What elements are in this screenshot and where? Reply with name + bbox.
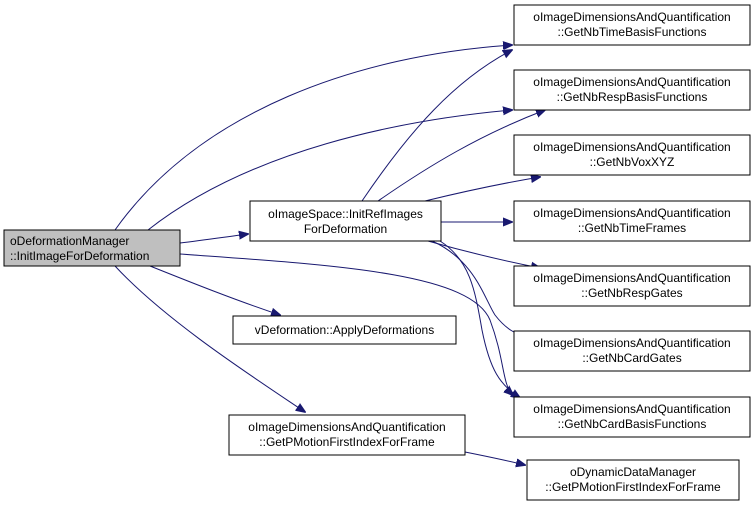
node-get-nb-card-basis-functions[interactable]: oImageDimensionsAndQuantification ::GetN… [513,396,751,438]
node-get-nb-card-gates[interactable]: oImageDimensionsAndQuantification ::GetN… [513,330,751,372]
node-get-nb-time-basis-functions[interactable]: oImageDimensionsAndQuantification ::GetN… [513,4,751,46]
edge-root-to-timebasis [114,45,512,231]
node-get-pmotion-first-index-line1: oImageDimensionsAndQuantification [248,420,445,434]
node-get-nb-vox-xyz[interactable]: oImageDimensionsAndQuantification ::GetN… [513,134,751,176]
node-dyn-get-pmotion-first-index-line1: oDynamicDataManager [570,465,696,479]
node-get-nb-resp-gates-line2: ::GetNbRespGates [581,286,682,300]
node-get-nb-card-gates-line2: ::GetNbCardGates [582,351,681,365]
node-root-line1: oDeformationManager [10,234,129,248]
node-get-nb-resp-gates[interactable]: oImageDimensionsAndQuantification ::GetN… [513,265,751,307]
edge-initref-to-voxxyz [424,177,540,202]
node-get-nb-vox-xyz-line2: ::GetNbVoxXYZ [590,155,675,169]
node-get-nb-card-gates-line1: oImageDimensionsAndQuantification [533,336,730,350]
node-get-nb-time-basis-functions-line2: ::GetNbTimeBasisFunctions [558,25,707,39]
edges [114,45,545,465]
edge-root-to-respbasis [147,110,512,231]
node-init-ref-images[interactable]: oImageSpace::InitRefImages ForDeformatio… [249,200,442,242]
node-get-nb-time-frames-line2: ::GetNbTimeFrames [578,221,686,235]
node-get-nb-time-frames[interactable]: oImageDimensionsAndQuantification ::GetN… [513,200,751,242]
edge-root-to-initref [179,234,248,244]
node-apply-deformations[interactable]: vDeformation::ApplyDeformations [232,315,457,345]
node-get-pmotion-first-index-line2: ::GetPMotionFirstIndexForFrame [259,435,435,449]
node-init-ref-images-line2: ForDeformation [304,222,387,236]
node-get-nb-resp-basis-functions-line1: oImageDimensionsAndQuantification [533,75,730,89]
edge-pmotion-to-dyn-pmotion [464,451,525,465]
node-get-nb-card-basis-functions-line2: ::GetNbCardBasisFunctions [558,417,707,431]
edge-initref-to-cardbasis [439,240,520,398]
node-apply-deformations-line1: vDeformation::ApplyDeformations [255,323,434,337]
node-get-nb-resp-basis-functions-line2: ::GetNbRespBasisFunctions [557,90,708,104]
node-init-ref-images-line1: oImageSpace::InitRefImages [268,207,423,221]
node-get-pmotion-first-index[interactable]: oImageDimensionsAndQuantification ::GetP… [228,414,466,456]
edge-initref-to-respgates [427,240,540,268]
node-get-nb-vox-xyz-line1: oImageDimensionsAndQuantification [533,140,730,154]
edge-initref-to-respbasis [377,110,545,202]
node-dyn-get-pmotion-first-index[interactable]: oDynamicDataManager ::GetPMotionFirstInd… [526,459,740,501]
node-dyn-get-pmotion-first-index-line2: ::GetPMotionFirstIndexForFrame [545,480,721,494]
node-get-nb-card-basis-functions-line1: oImageDimensionsAndQuantification [533,402,730,416]
node-get-nb-resp-basis-functions[interactable]: oImageDimensionsAndQuantification ::GetN… [513,69,751,111]
edge-root-to-pmotion [114,265,305,412]
edge-root-to-cardbasis [179,253,513,395]
node-get-nb-resp-gates-line1: oImageDimensionsAndQuantification [533,271,730,285]
node-root[interactable]: oDeformationManager ::InitImageForDeform… [3,229,181,267]
node-get-nb-time-basis-functions-line1: oImageDimensionsAndQuantification [533,10,730,24]
edge-root-to-applydef [149,265,280,315]
edge-initref-to-timebasis [361,50,512,202]
node-root-line2: ::InitImageForDeformation [10,249,149,263]
node-get-nb-time-frames-line1: oImageDimensionsAndQuantification [533,206,730,220]
